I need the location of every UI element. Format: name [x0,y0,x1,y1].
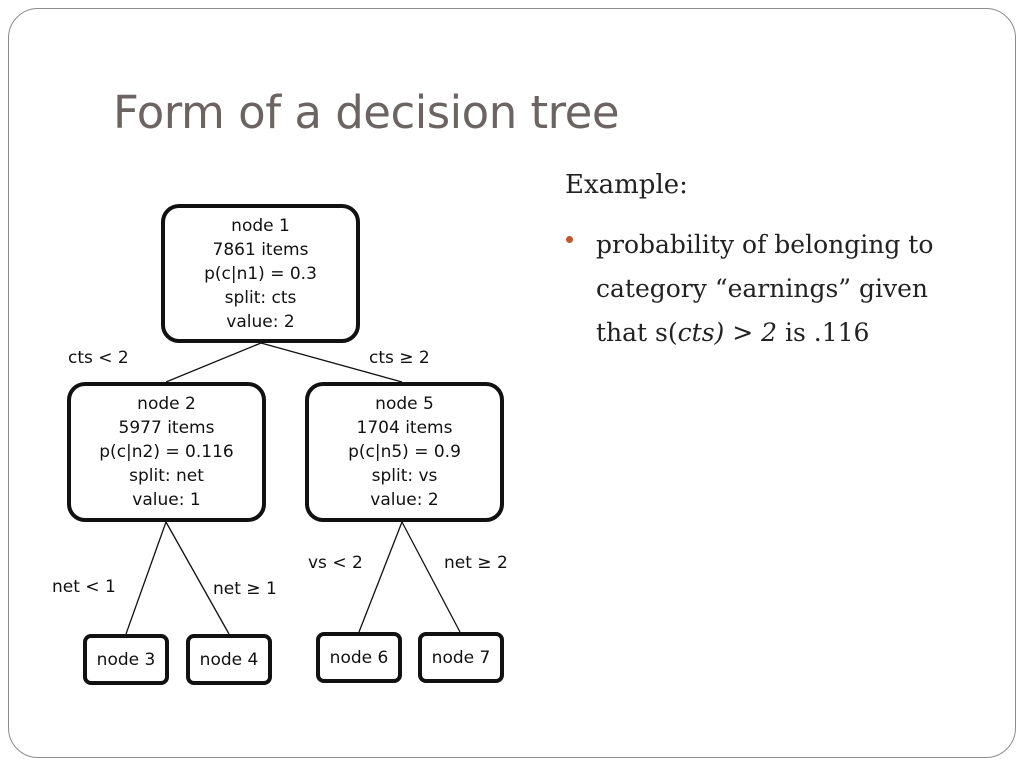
edge-label-net-lt: net < 1 [52,577,116,597]
edge-node1-node2 [165,342,262,383]
node-split: split: vs [371,466,438,486]
example-heading: Example: [565,170,688,200]
node-probability: p(c|n5) = 0.9 [348,442,461,462]
node-split: split: cts [224,287,297,308]
tree-node-2: node 2 5977 items p(c|n2) = 0.116 split:… [67,382,266,522]
node-split: split: net [129,466,204,486]
node-value: value: 2 [370,490,439,510]
edge-label-net-ge: net ≥ 1 [213,579,277,599]
node-items: 5977 items [118,418,215,438]
bullet-text-part: probability of belonging to category “ea… [596,230,934,347]
tree-node-1: node 1 7861 items p(c|n1) = 0.3 split: c… [161,204,360,343]
edge-node2-node3 [125,521,167,635]
edge-label-vs-lt: vs < 2 [308,553,363,573]
node-name: node 1 [231,215,290,236]
tree-node-7: node 7 [418,632,504,683]
edge-label-net-ge-2: net ≥ 2 [444,553,508,573]
bullet-text-variable: cts) [677,318,725,347]
bullet-text-threshold: 2 [761,318,778,347]
node-name: node 7 [431,647,491,668]
node-probability: p(c|n2) = 0.116 [99,442,234,462]
tree-node-3: node 3 [83,634,169,685]
example-bullet-text: probability of belonging to category “ea… [596,223,976,355]
tree-node-6: node 6 [316,632,402,683]
node-items: 1704 items [356,418,453,438]
slide-title: Form of a decision tree [113,86,620,139]
edge-node5-node6 [358,521,403,633]
bullet-text-operator: > [724,318,762,347]
node-name: node 5 [375,394,434,414]
node-value: value: 1 [132,490,201,510]
bullet-marker [566,236,573,243]
edge-label-cts-ge: cts ≥ 2 [369,348,430,368]
node-name: node 3 [96,649,156,670]
node-value: value: 2 [226,311,295,332]
edge-label-cts-lt: cts < 2 [68,348,129,368]
edge-node5-node7 [401,521,461,633]
edge-node2-node4 [165,521,230,635]
node-name: node 6 [329,647,389,668]
node-items: 7861 items [212,239,309,260]
bullet-text-result: is .116 [777,318,870,347]
edge-node1-node5 [260,342,403,383]
node-name: node 4 [199,649,259,670]
tree-node-4: node 4 [186,634,272,685]
node-name: node 2 [137,394,196,414]
tree-node-5: node 5 1704 items p(c|n5) = 0.9 split: v… [305,382,504,522]
node-probability: p(c|n1) = 0.3 [204,263,317,284]
